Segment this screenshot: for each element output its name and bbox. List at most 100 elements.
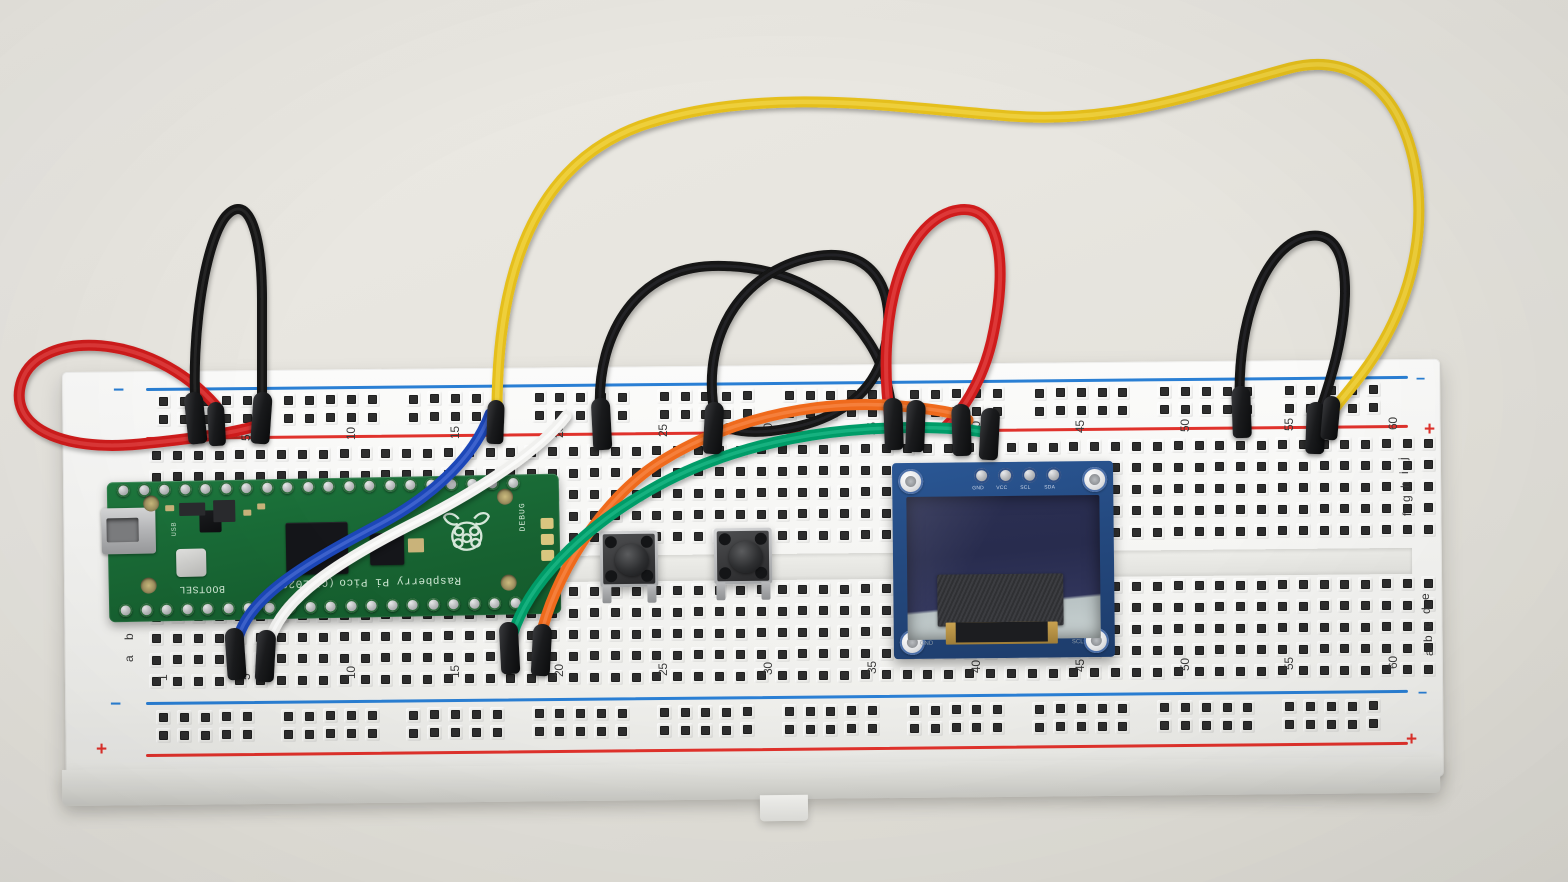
breadboard-hole[interactable]: [172, 450, 182, 460]
breadboard-hole[interactable]: [840, 584, 850, 594]
breadboard-hole[interactable]: [172, 676, 182, 686]
breadboard-hole[interactable]: [381, 653, 391, 663]
breadboard-hole[interactable]: [847, 390, 857, 400]
breadboard-hole[interactable]: [798, 627, 808, 637]
breadboard-hole[interactable]: [589, 489, 599, 499]
plug-blue-pico[interactable]: [224, 627, 247, 681]
pico-pin[interactable]: [180, 602, 194, 616]
breadboard-hole[interactable]: [1340, 622, 1350, 632]
breadboard-hole[interactable]: [951, 705, 961, 715]
pico-pin[interactable]: [160, 603, 174, 617]
breadboard-hole[interactable]: [159, 731, 169, 741]
breadboard-hole[interactable]: [1298, 580, 1308, 590]
breadboard-hole[interactable]: [673, 607, 683, 617]
breadboard-hole[interactable]: [1423, 524, 1433, 534]
breadboard-hole[interactable]: [318, 632, 328, 642]
breadboard-hole[interactable]: [1361, 439, 1371, 449]
breadboard-hole[interactable]: [1152, 441, 1162, 451]
breadboard-hole[interactable]: [297, 654, 307, 664]
breadboard-hole[interactable]: [576, 411, 586, 421]
breadboard-hole[interactable]: [221, 396, 231, 406]
breadboard-hole[interactable]: [1403, 503, 1412, 513]
breadboard-hole[interactable]: [694, 585, 704, 595]
breadboard-hole[interactable]: [819, 444, 829, 454]
breadboard-hole[interactable]: [1277, 504, 1287, 514]
breadboard-hole[interactable]: [1215, 623, 1225, 633]
breadboard-hole[interactable]: [367, 413, 377, 423]
breadboard-hole[interactable]: [951, 389, 961, 399]
breadboard-hole[interactable]: [840, 606, 850, 616]
breadboard-hole[interactable]: [534, 411, 544, 421]
breadboard-hole[interactable]: [680, 708, 690, 718]
breadboard-hole[interactable]: [951, 723, 961, 733]
breadboard-hole[interactable]: [1298, 601, 1308, 611]
breadboard-hole[interactable]: [1423, 503, 1433, 513]
breadboard-hole[interactable]: [617, 392, 627, 402]
breadboard-hole[interactable]: [569, 651, 578, 661]
breadboard-hole[interactable]: [798, 444, 808, 454]
breadboard-hole[interactable]: [1340, 579, 1350, 589]
breadboard-hole[interactable]: [1340, 504, 1350, 514]
breadboard-hole[interactable]: [1298, 483, 1308, 493]
breadboard-hole[interactable]: [617, 726, 627, 736]
breadboard-hole[interactable]: [1285, 404, 1295, 414]
breadboard-hole[interactable]: [569, 490, 578, 500]
breadboard-hole[interactable]: [1131, 484, 1141, 494]
breadboard-hole[interactable]: [1215, 602, 1225, 612]
breadboard-hole[interactable]: [673, 446, 683, 456]
breadboard-hole[interactable]: [339, 675, 349, 685]
breadboard-hole[interactable]: [1403, 622, 1412, 632]
breadboard-hole[interactable]: [1076, 406, 1086, 416]
breadboard-hole[interactable]: [1152, 646, 1162, 656]
breadboard-hole[interactable]: [172, 633, 182, 643]
breadboard-hole[interactable]: [569, 587, 578, 597]
breadboard-hole[interactable]: [1173, 602, 1183, 612]
breadboard-hole[interactable]: [527, 673, 537, 683]
breadboard-hole[interactable]: [360, 675, 370, 685]
breadboard-hole[interactable]: [1361, 482, 1371, 492]
breadboard-hole[interactable]: [819, 530, 829, 540]
breadboard-hole[interactable]: [694, 650, 704, 660]
breadboard-hole[interactable]: [1340, 525, 1350, 535]
breadboard-hole[interactable]: [881, 670, 891, 680]
breadboard-hole[interactable]: [1319, 601, 1329, 611]
breadboard-hole[interactable]: [1090, 668, 1100, 678]
breadboard-hole[interactable]: [694, 671, 704, 681]
breadboard-hole[interactable]: [777, 466, 787, 476]
breadboard-hole[interactable]: [965, 669, 975, 679]
breadboard-hole[interactable]: [631, 489, 641, 499]
pico-pin[interactable]: [324, 599, 338, 614]
breadboard-hole[interactable]: [464, 448, 474, 458]
oled-pin-vcc[interactable]: [998, 467, 1014, 484]
breadboard-hole[interactable]: [1382, 579, 1392, 589]
breadboard-hole[interactable]: [430, 412, 440, 422]
oled-display-module[interactable]: GND VCC SCL SDA GND SCL: [891, 460, 1116, 660]
breadboard-hole[interactable]: [548, 651, 558, 661]
breadboard-hole[interactable]: [200, 712, 210, 722]
breadboard-hole[interactable]: [631, 672, 641, 682]
plug-orange-pico[interactable]: [530, 623, 553, 677]
breadboard-hole[interactable]: [1285, 386, 1295, 396]
breadboard-hole[interactable]: [1361, 461, 1371, 471]
plug-orange-oled-scl[interactable]: [951, 403, 972, 457]
breadboard-hole[interactable]: [840, 509, 850, 519]
breadboard-hole[interactable]: [909, 705, 919, 715]
breadboard-hole[interactable]: [381, 674, 391, 684]
pico-pin[interactable]: [426, 597, 440, 612]
breadboard-hole[interactable]: [909, 389, 919, 399]
breadboard-hole[interactable]: [360, 632, 370, 642]
breadboard-hole[interactable]: [694, 488, 704, 498]
breadboard-hole[interactable]: [1257, 462, 1267, 472]
breadboard-hole[interactable]: [1215, 526, 1225, 536]
pico-pin[interactable]: [465, 477, 479, 491]
breadboard-hole[interactable]: [1340, 665, 1350, 675]
breadboard-hole[interactable]: [242, 414, 252, 424]
breadboard-hole[interactable]: [881, 487, 891, 497]
breadboard-hole[interactable]: [819, 627, 829, 637]
breadboard-hole[interactable]: [743, 391, 753, 401]
breadboard-hole[interactable]: [819, 649, 829, 659]
breadboard-hole[interactable]: [159, 713, 169, 723]
breadboard-hole[interactable]: [714, 628, 724, 638]
breadboard-hole[interactable]: [930, 723, 940, 733]
breadboard-hole[interactable]: [214, 450, 224, 460]
